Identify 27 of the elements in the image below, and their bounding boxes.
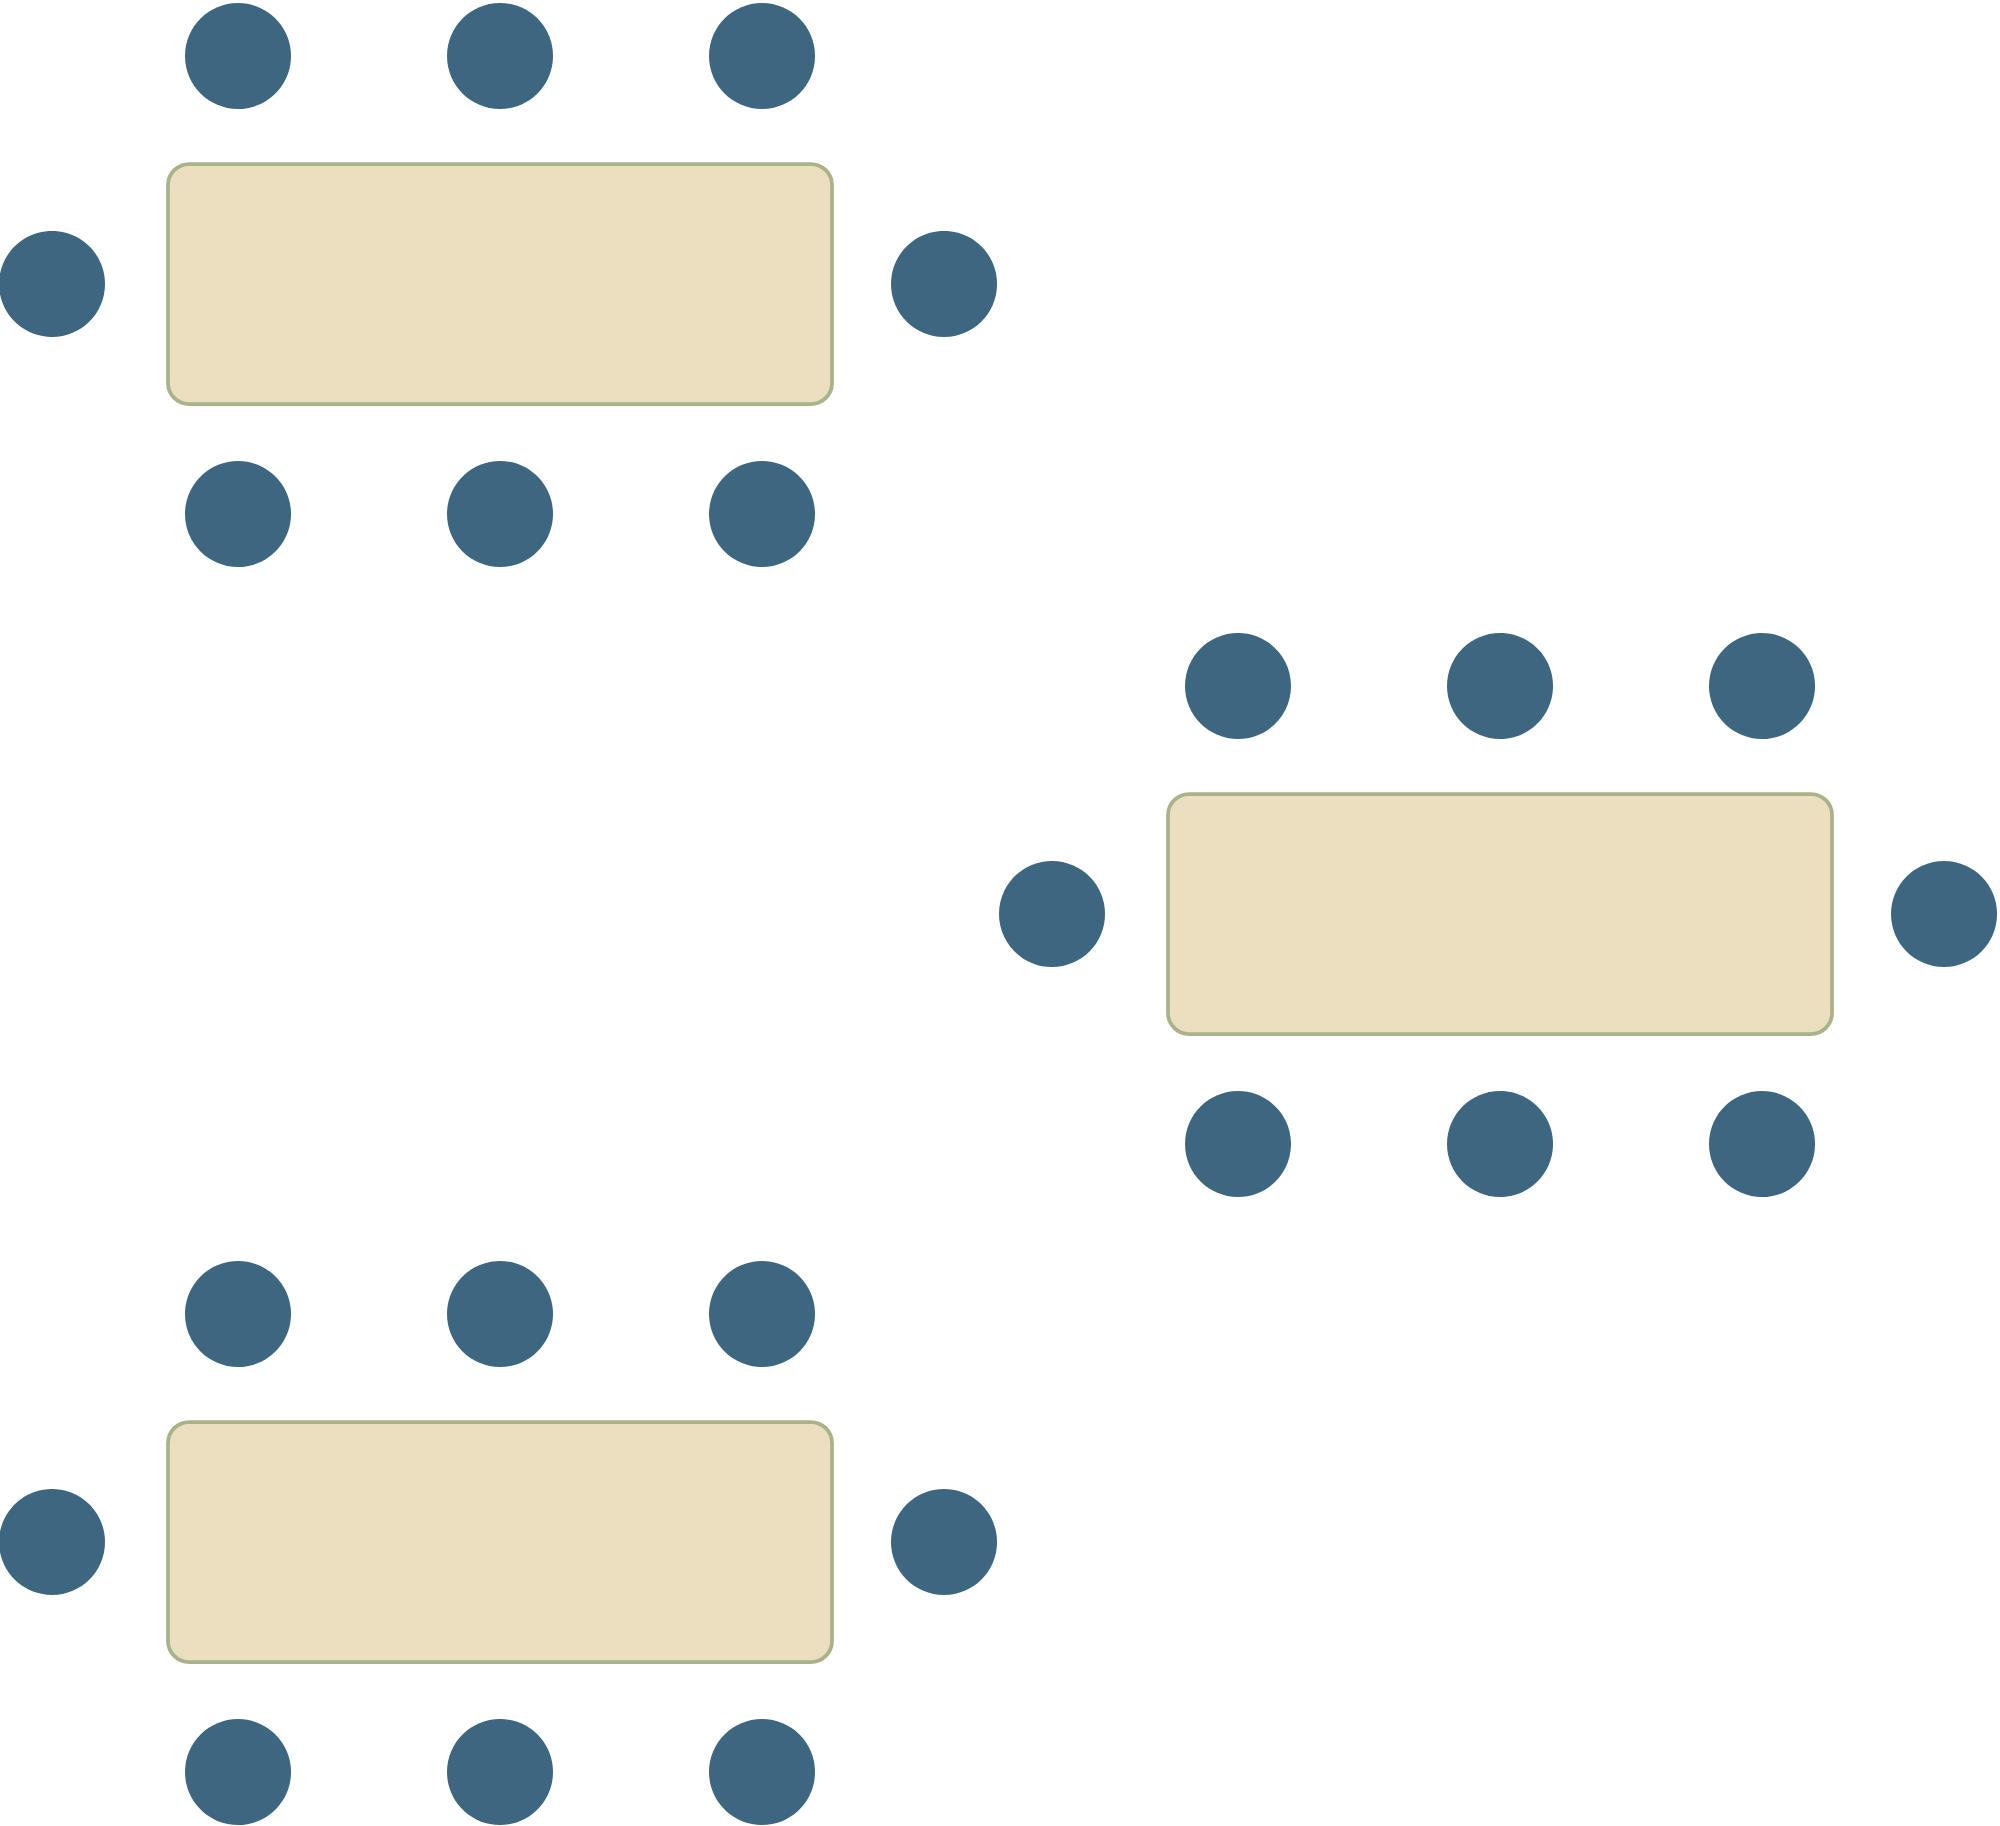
chair xyxy=(447,1261,553,1367)
chair xyxy=(1709,633,1815,739)
chair xyxy=(1709,1091,1815,1197)
table xyxy=(166,162,834,406)
chair xyxy=(1185,633,1291,739)
table xyxy=(166,1420,834,1664)
chair xyxy=(447,3,553,109)
chair xyxy=(0,231,105,337)
chair xyxy=(1891,861,1997,967)
chair xyxy=(709,461,815,567)
table xyxy=(1166,792,1834,1036)
chair xyxy=(1447,1091,1553,1197)
chair xyxy=(1185,1091,1291,1197)
chair xyxy=(999,861,1105,967)
chair xyxy=(891,1489,997,1595)
chair xyxy=(709,1261,815,1367)
chair xyxy=(709,1719,815,1825)
chair xyxy=(185,461,291,567)
chair xyxy=(185,3,291,109)
chair xyxy=(0,1489,105,1595)
chair xyxy=(1447,633,1553,739)
chair xyxy=(185,1719,291,1825)
chair xyxy=(447,461,553,567)
chair xyxy=(709,3,815,109)
chair xyxy=(447,1719,553,1825)
chair xyxy=(891,231,997,337)
chair xyxy=(185,1261,291,1367)
